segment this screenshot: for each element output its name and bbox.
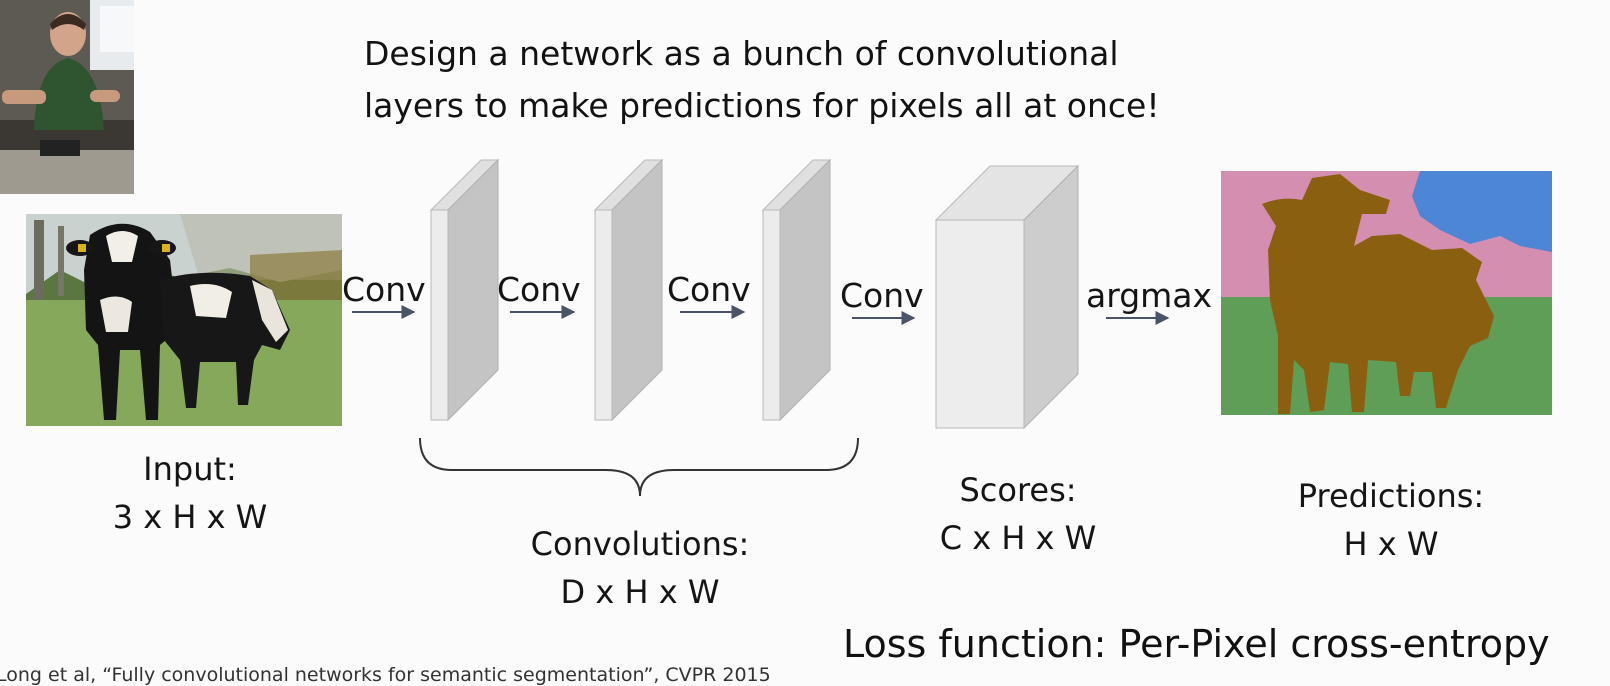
title-line-1: Design a network as a bunch of convoluti… <box>364 34 1119 73</box>
convolutions-brace <box>419 437 859 497</box>
conv-layer-3 <box>761 158 832 422</box>
predictions-shape: H x W <box>1343 525 1439 563</box>
conv-layer-2 <box>593 158 664 422</box>
op-label-conv-2: Conv <box>497 270 581 309</box>
predictions-name: Predictions: <box>1297 477 1485 515</box>
scores-shape: C x H x W <box>939 519 1097 557</box>
citation-text: Long et al, “Fully convolutional network… <box>0 664 771 686</box>
input-image <box>26 214 342 426</box>
title-line-2: layers to make predictions for pixels al… <box>364 86 1160 125</box>
scores-label: Scores: C x H x W <box>908 466 1128 562</box>
convolutions-label: Convolutions: D x H x W <box>510 520 770 616</box>
scores-name: Scores: <box>959 471 1077 509</box>
op-label-conv-1: Conv <box>342 270 426 309</box>
op-label-conv-4: Conv <box>840 276 924 315</box>
input-label: Input: 3 x H x W <box>80 445 300 541</box>
convolutions-shape: D x H x W <box>560 573 720 611</box>
conv-layer-1 <box>429 158 500 422</box>
slide-title: Design a network as a bunch of convoluti… <box>364 28 1264 132</box>
input-name: Input: <box>143 450 237 488</box>
speaker-webcam-thumbnail <box>0 0 134 194</box>
scores-volume <box>934 164 1080 430</box>
convolutions-name: Convolutions: <box>530 525 750 563</box>
webcam-image <box>0 0 134 194</box>
op-label-argmax: argmax <box>1086 276 1213 315</box>
input-shape: 3 x H x W <box>112 498 268 536</box>
loss-function-text: Loss function: Per-Pixel cross-entropy <box>843 622 1550 666</box>
op-label-conv-3: Conv <box>667 270 751 309</box>
predictions-label: Predictions: H x W <box>1276 472 1506 568</box>
prediction-segmentation-map <box>1221 171 1552 415</box>
